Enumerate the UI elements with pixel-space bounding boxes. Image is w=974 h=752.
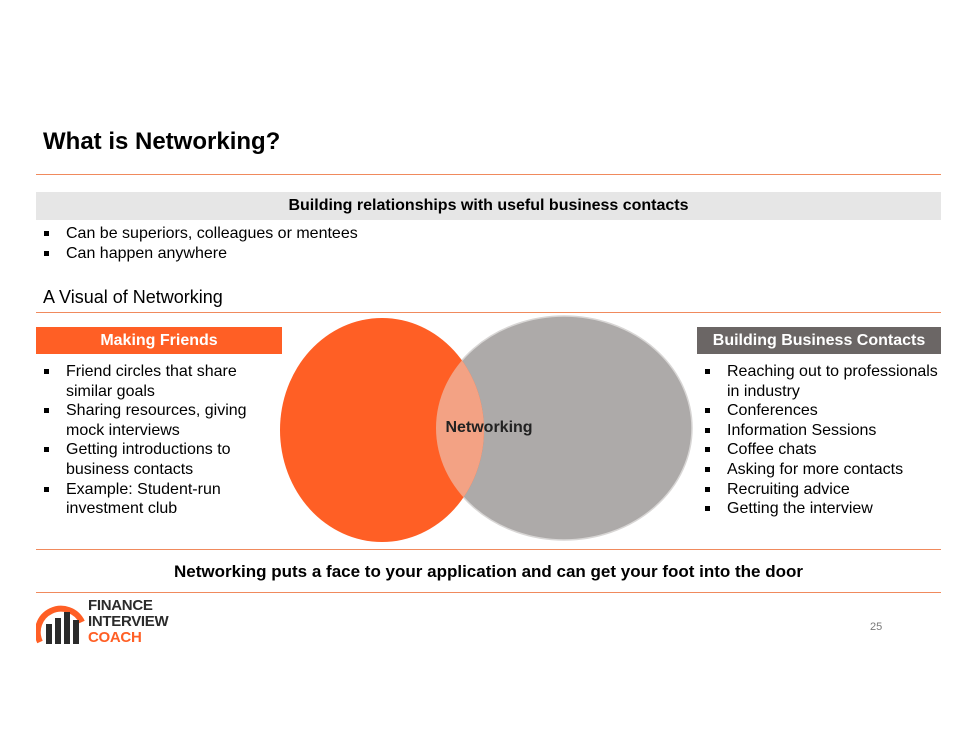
list-item: Friend circles that share similar goals (36, 362, 276, 401)
business-contacts-header: Building Business Contacts (697, 327, 941, 354)
finance-interview-coach-logo-icon (36, 605, 85, 644)
logo-line-coach: COACH (88, 629, 142, 646)
divider-bottom (36, 592, 941, 593)
list-item: Sharing resources, giving mock interview… (36, 401, 276, 440)
list-item: Getting the interview (697, 499, 941, 519)
list-item: Coffee chats (697, 440, 941, 460)
page-number: 25 (870, 621, 883, 633)
venn-center-label: Networking (445, 419, 532, 436)
venn-diagram: Networking (280, 315, 693, 542)
top-bullet-list: Can be superiors, colleagues or mentees … (36, 224, 636, 263)
divider-bottom-top (36, 549, 941, 550)
logo-wordmark: FINANCE INTERVIEW COACH (88, 597, 169, 646)
definition-band: Building relationships with useful busin… (36, 192, 941, 220)
list-item: Asking for more contacts (697, 460, 941, 480)
slide-title: What is Networking? (43, 128, 281, 155)
list-item: Information Sessions (697, 421, 941, 441)
section-subtitle: A Visual of Networking (43, 287, 223, 307)
venn-circle-friends (280, 318, 484, 542)
business-contacts-list: Reaching out to professionals in industr… (697, 362, 941, 519)
list-item: Can happen anywhere (36, 244, 636, 264)
divider-top (36, 174, 941, 175)
list-item: Conferences (697, 401, 941, 421)
list-item: Reaching out to professionals in industr… (697, 362, 941, 401)
list-item: Can be superiors, colleagues or mentees (36, 224, 636, 244)
list-item: Example: Student-run investment club (36, 480, 276, 519)
divider-subtitle (36, 312, 941, 313)
list-item: Recruiting advice (697, 480, 941, 500)
making-friends-header: Making Friends (36, 327, 282, 354)
logo-line-interview: INTERVIEW (88, 613, 169, 630)
logo-line-finance: FINANCE (88, 597, 153, 614)
bottom-message: Networking puts a face to your applicati… (173, 562, 804, 581)
list-item: Getting introductions to business contac… (36, 440, 276, 479)
making-friends-list: Friend circles that share similar goals … (36, 362, 276, 519)
